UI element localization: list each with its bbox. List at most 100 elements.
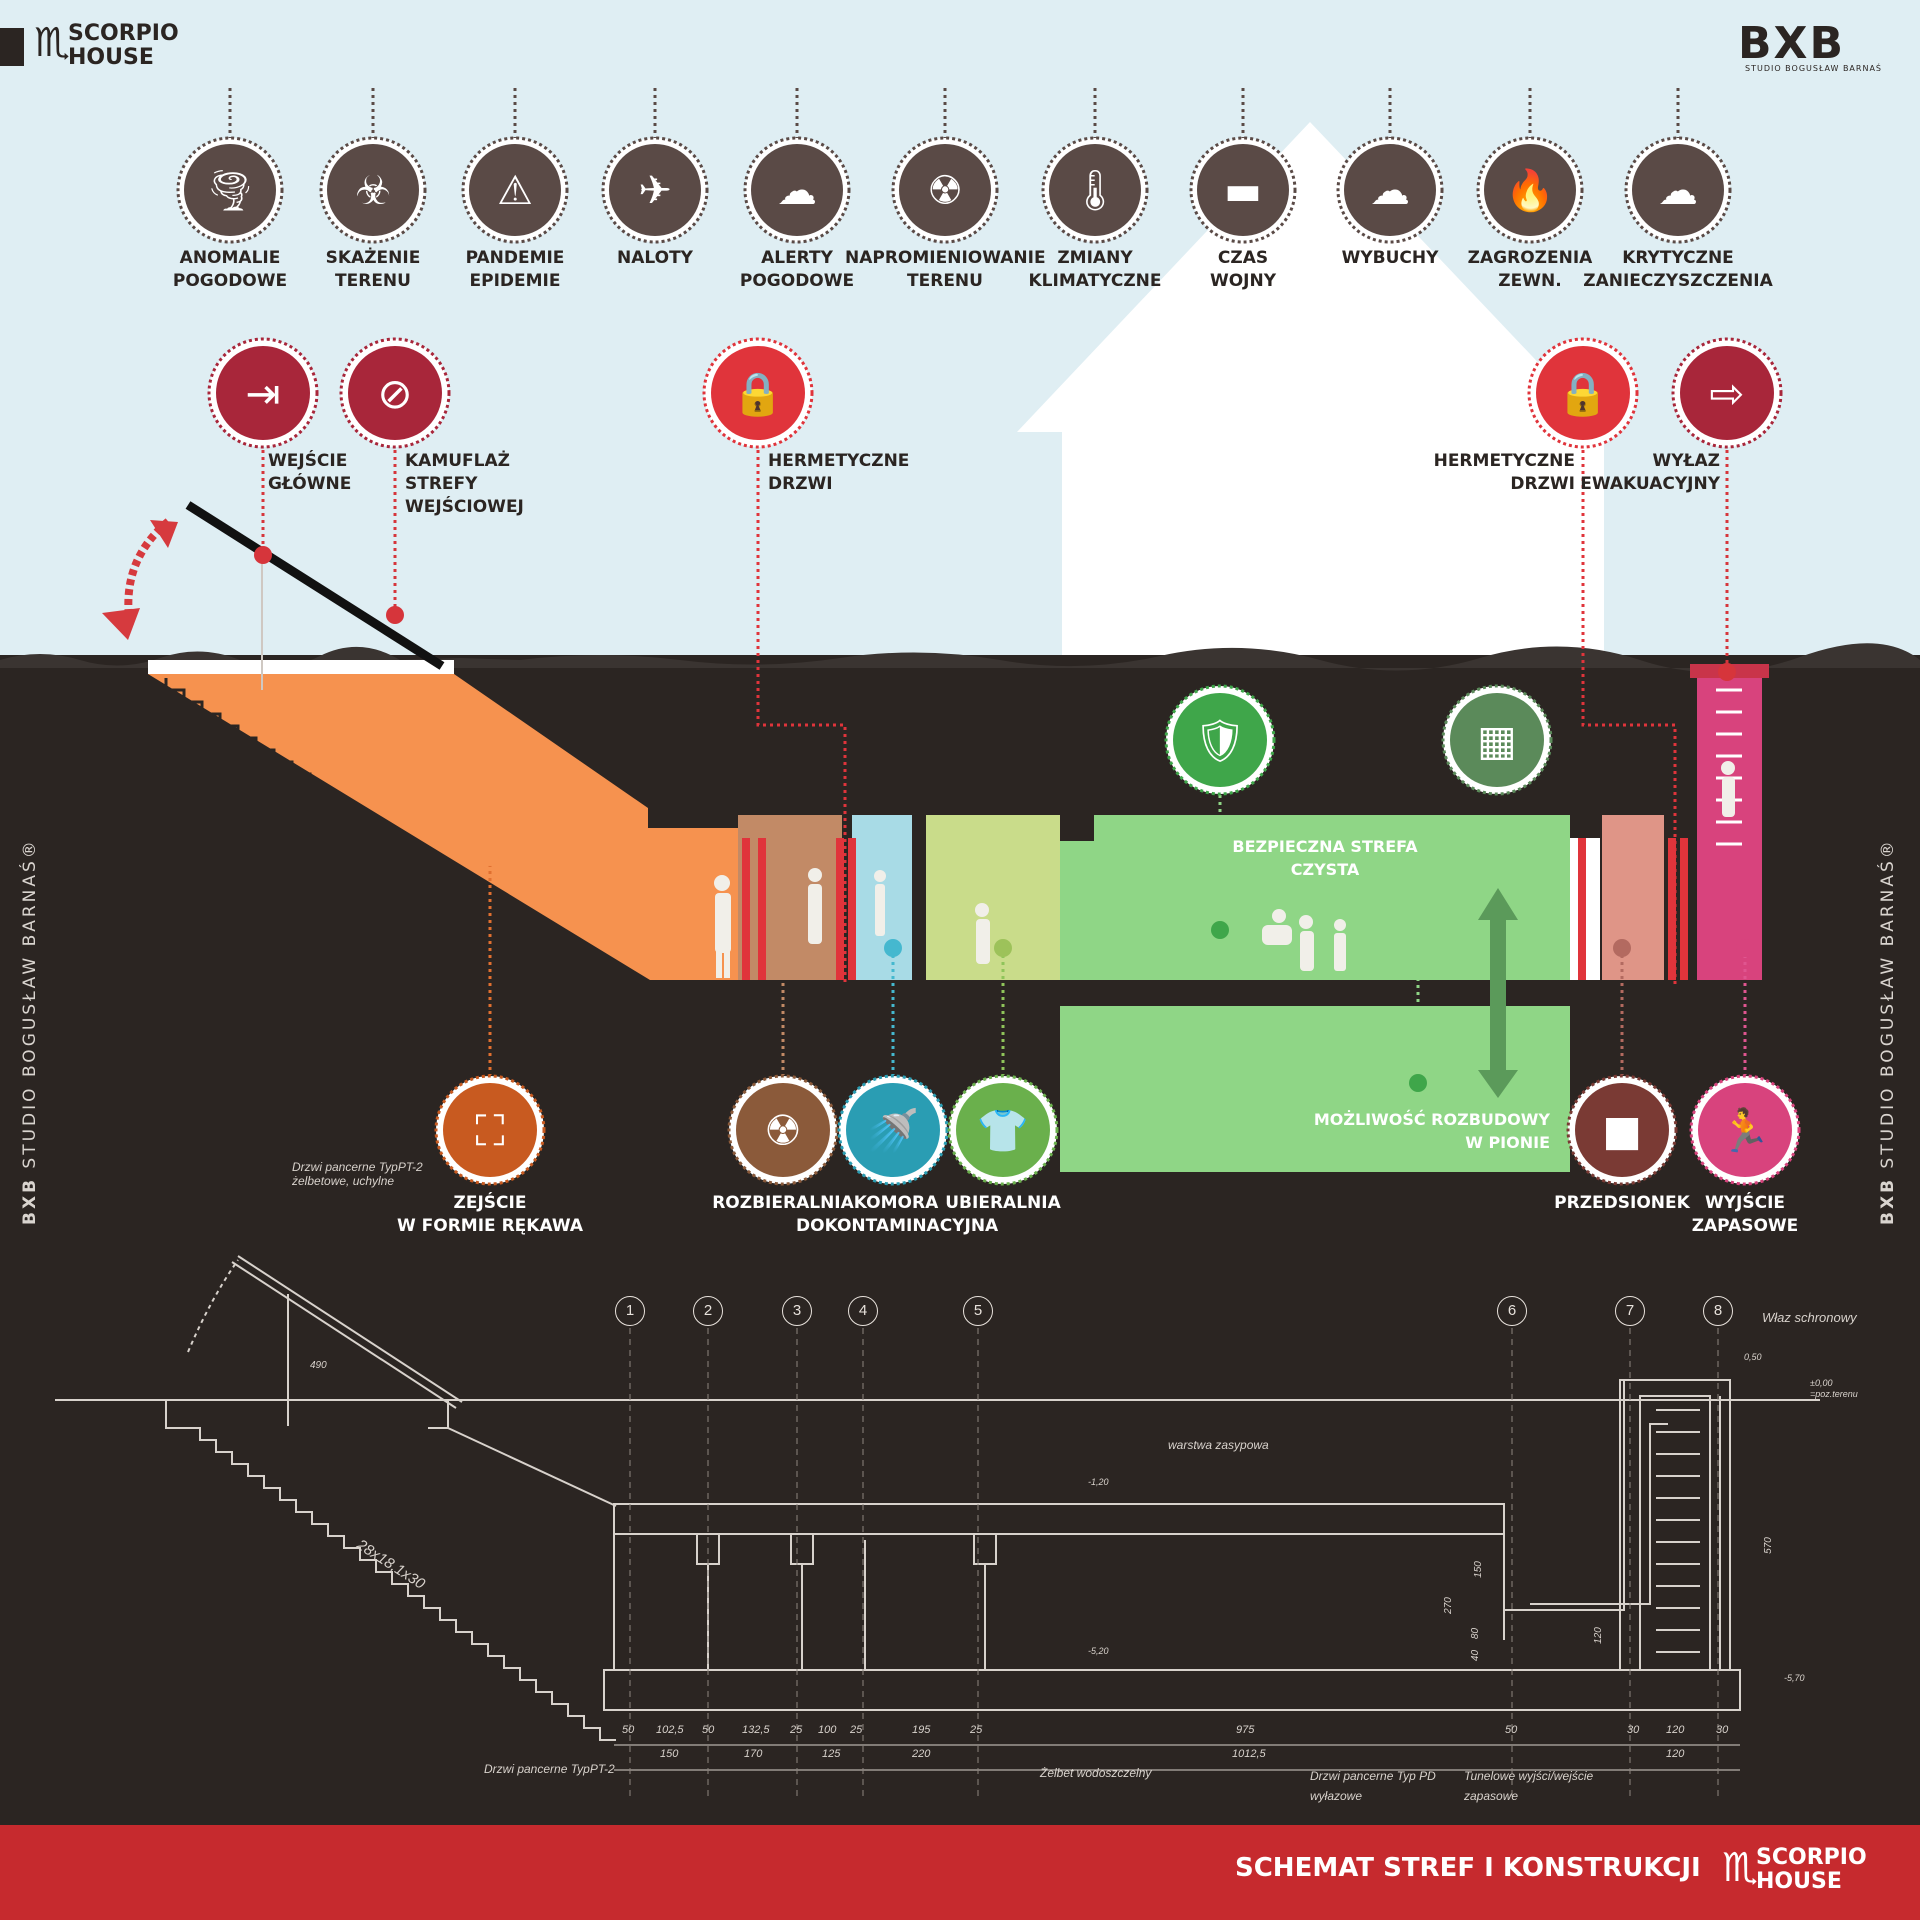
dimension-label-vertical: 570 — [1762, 1537, 1774, 1554]
entrance-slab — [148, 660, 454, 674]
label-decon: KOMORA DOKONTAMINACYJNA — [796, 1193, 999, 1236]
svg-text:☢: ☢ — [927, 168, 963, 214]
note-door-pd: Drzwi pancerne Typ PD wyłazowe — [1310, 1769, 1436, 1803]
dimension-label-vertical: 80 — [1470, 1627, 1482, 1640]
svg-text:▦: ▦ — [1477, 716, 1517, 765]
side-mark-right: BXB — [1878, 1176, 1898, 1225]
connector-line — [1220, 873, 1420, 1083]
side-mark-left: BXB — [20, 1176, 40, 1225]
undress-radiation-icon: ☢ — [727, 1074, 839, 1186]
svg-text:☢: ☢ — [764, 1106, 802, 1155]
tank-icon: ▬ — [1189, 136, 1297, 244]
threat-label: ALERTY POGODOWE — [739, 248, 855, 291]
dimension-label: 30 — [1627, 1724, 1640, 1736]
ladder-icon — [1716, 688, 1742, 846]
dimension-label: 170 — [744, 1748, 763, 1760]
threat-label: ANOMALIE POGODOWE — [172, 248, 288, 291]
tornado-icon: 🌪 — [176, 136, 284, 244]
anchor-dot — [386, 606, 404, 624]
svg-text:🔒: 🔒 — [1557, 369, 1609, 418]
hermetic-door-right — [1578, 838, 1586, 980]
lock-icon: 🔒 — [1527, 337, 1639, 449]
lock-icon: 🔒 — [702, 337, 814, 449]
label-main-entrance: WEJŚCIE GŁÓWNE — [268, 451, 352, 494]
storm-cloud-icon: ☁ — [743, 136, 851, 244]
dimension-label: 220 — [912, 1748, 931, 1760]
entrance-icon: ⇥ — [207, 337, 319, 449]
anchor-dot — [774, 939, 792, 957]
logo-scorpio-top: SCORPIO HOUSE — [68, 21, 179, 70]
level-ground: ±0,00 =poz.terenu — [1810, 1378, 1858, 1399]
threat-label: CZAS WOJNY — [1209, 248, 1277, 291]
axis-number: 5 — [963, 1296, 993, 1326]
label-emergency-exit: WYJŚCIE ZAPASOWE — [1691, 1193, 1799, 1236]
connector-line — [1581, 450, 1677, 985]
room-vestibule — [1602, 815, 1664, 980]
axis-number: 6 — [1497, 1296, 1527, 1326]
label-escape-hatch: WYŁAZ EWAKUACYJNY — [1580, 451, 1720, 494]
radiation-icon: ☢ — [891, 136, 999, 244]
svg-text:⛶: ⛶ — [475, 1106, 504, 1155]
footer-logo: SCORPIO HOUSE — [1756, 1845, 1867, 1894]
axis-number: 4 — [848, 1296, 878, 1326]
virus-warning-icon: ⚠ — [461, 136, 569, 244]
dimension-label-vertical: 40 — [1470, 1649, 1482, 1662]
dimension-label: 975 — [1236, 1724, 1255, 1736]
house-silhouette — [1017, 122, 1604, 660]
flame-icon: 🔥 — [1476, 136, 1584, 244]
svg-text:🛡: 🛡 — [1193, 716, 1246, 765]
axis-number: 3 — [782, 1296, 812, 1326]
note-backfill: warstwa zasypowa — [1168, 1438, 1269, 1452]
anchor-dot — [254, 546, 272, 564]
threat-label: NALOTY — [617, 248, 693, 268]
anchor-dot — [1211, 921, 1229, 939]
axis-number: 1 — [615, 1296, 645, 1326]
hermetic-door-left — [742, 838, 750, 980]
axis-number: 2 — [693, 1296, 723, 1326]
svg-text:🏃: 🏃 — [1719, 1106, 1771, 1155]
logo-black-square — [0, 28, 24, 66]
threat-label: NAPROMIENIOWANIE TERENU — [845, 248, 1046, 291]
dimension-label: 132,5 — [742, 1724, 770, 1736]
clothes-house-icon: 👕 — [947, 1074, 1059, 1186]
note-hatch: Właz schronowy — [1762, 1310, 1857, 1325]
anchor-dot — [1409, 1074, 1427, 1092]
stairs-person-icon: ⛶ — [434, 1074, 546, 1186]
label-vestibule: PRZEDSIONEK — [1554, 1193, 1690, 1213]
pollution-icon: ☁ — [1624, 136, 1732, 244]
note-door-top: Drzwi pancerne TypPT-2 żelbetowe, uchyln… — [292, 1160, 423, 1188]
dimension-label: 195 — [912, 1724, 931, 1736]
dimension-label: 50 — [1505, 1724, 1518, 1736]
label-hermetic-door-2: HERMETYCZNE DRZWI — [1433, 451, 1575, 494]
dimension-label: 1012,5 — [1232, 1748, 1266, 1760]
footer-bar — [0, 1825, 1920, 1920]
dimension-label: 100 — [818, 1724, 837, 1736]
label-expansion: MOŻLIWOŚĆ ROZBUDOWY W PIONIE — [1313, 1110, 1550, 1152]
dimension-label: 102,5 — [656, 1724, 684, 1736]
people-silhouettes — [714, 761, 1735, 978]
camouflage-eye-icon: ⊘ — [339, 337, 451, 449]
anchor-dot — [1718, 663, 1736, 681]
registered-right: ® — [1878, 838, 1898, 859]
dimension-label-vertical: 120 — [1592, 1627, 1604, 1644]
label-descent: ZEJŚCIE W FORMIE RĘKAWA — [396, 1193, 583, 1236]
svg-text:▬: ▬ — [1224, 168, 1262, 214]
svg-text:✈: ✈ — [638, 168, 672, 214]
sky-background — [0, 0, 1920, 660]
dimension-label: 25 — [850, 1724, 863, 1736]
label-hermetic-door-1: HERMETYCZNE DRZWI — [768, 451, 910, 494]
dimension-label: 150 — [660, 1748, 679, 1760]
mushroom-cloud-icon: ☁ — [1336, 136, 1444, 244]
side-text-left: BXB STUDIO BOGUSŁAW BARNAŚ® — [20, 838, 40, 1225]
vestibule-square-icon: ■ — [1566, 1074, 1678, 1186]
dimension-label: 25 — [970, 1724, 983, 1736]
label-dressing: UBIERALNIA — [945, 1193, 1061, 1213]
svg-text:☁: ☁ — [1658, 168, 1698, 214]
level-roof: -1,20 — [1088, 1477, 1109, 1487]
footer-title: SCHEMAT STREF I KONSTRUKCJI — [1235, 1853, 1701, 1883]
anchor-dot — [1736, 939, 1754, 957]
dimension-label-vertical: 270 — [1442, 1597, 1454, 1614]
anchor-dot — [1613, 939, 1631, 957]
